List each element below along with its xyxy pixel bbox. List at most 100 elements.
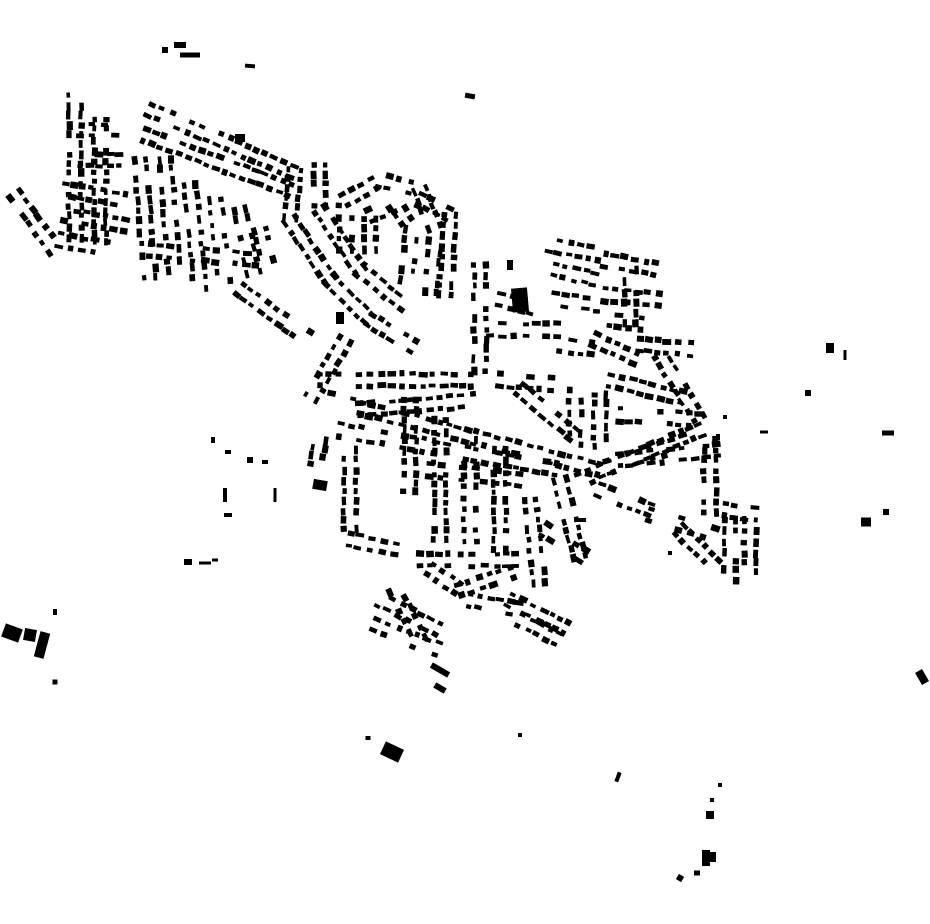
building	[450, 254, 458, 261]
building	[66, 102, 71, 112]
building	[286, 166, 291, 173]
building	[436, 274, 443, 280]
building	[568, 544, 575, 553]
building	[565, 252, 573, 257]
building	[428, 383, 436, 388]
building	[657, 408, 664, 415]
building	[77, 192, 83, 198]
building	[202, 162, 210, 169]
building	[393, 612, 403, 621]
building	[543, 519, 555, 530]
building	[439, 383, 449, 389]
building	[425, 416, 433, 423]
building	[250, 226, 258, 237]
building	[690, 417, 698, 425]
building	[622, 277, 627, 287]
building	[733, 527, 738, 534]
building	[437, 474, 444, 481]
building	[712, 476, 720, 484]
building	[33, 631, 51, 659]
building	[354, 253, 363, 262]
building	[297, 185, 303, 194]
building	[44, 248, 54, 258]
building	[79, 236, 89, 242]
building	[562, 473, 571, 484]
building	[75, 133, 85, 139]
building	[368, 217, 376, 225]
building	[32, 211, 43, 223]
building	[148, 228, 156, 236]
building	[233, 160, 241, 167]
building	[425, 396, 434, 401]
building	[494, 383, 505, 390]
building	[714, 555, 724, 565]
building	[713, 487, 720, 497]
building	[379, 741, 405, 763]
building	[421, 435, 428, 442]
building	[460, 483, 467, 489]
building	[429, 371, 435, 377]
building	[472, 272, 478, 280]
building	[152, 263, 160, 273]
building	[629, 375, 639, 383]
building	[215, 152, 226, 162]
building	[272, 305, 281, 313]
building	[287, 229, 296, 237]
building	[577, 455, 584, 461]
building	[435, 639, 444, 646]
building	[438, 243, 446, 252]
building	[626, 505, 633, 512]
building	[195, 203, 202, 211]
building	[62, 181, 70, 187]
building	[372, 234, 380, 242]
building	[443, 447, 450, 456]
building	[156, 164, 163, 173]
building	[528, 404, 538, 414]
building	[655, 439, 665, 447]
building	[402, 425, 407, 434]
building	[502, 495, 509, 505]
building	[410, 268, 415, 274]
building	[176, 244, 182, 253]
building	[470, 326, 477, 334]
building	[472, 314, 478, 323]
building	[351, 270, 361, 280]
building	[353, 545, 362, 551]
building	[578, 441, 584, 448]
building	[189, 262, 196, 272]
building	[563, 618, 573, 627]
building	[457, 551, 464, 558]
building	[323, 436, 329, 446]
building	[503, 456, 509, 466]
building	[615, 418, 625, 426]
building	[473, 472, 481, 480]
building	[542, 457, 552, 466]
building	[251, 167, 261, 174]
building	[384, 621, 392, 628]
building	[496, 290, 507, 297]
building	[243, 269, 250, 279]
building	[139, 252, 146, 260]
building	[647, 501, 656, 507]
building	[480, 562, 489, 568]
building	[379, 630, 388, 639]
building	[426, 550, 434, 558]
building	[79, 202, 85, 211]
building	[141, 274, 147, 281]
building	[732, 558, 740, 565]
building	[495, 450, 504, 457]
building	[483, 315, 489, 322]
building	[256, 160, 263, 168]
building	[620, 298, 628, 307]
building	[634, 508, 642, 515]
building	[426, 461, 435, 467]
building	[568, 337, 578, 343]
building	[514, 453, 522, 461]
building	[668, 551, 672, 555]
building	[434, 551, 443, 558]
building	[77, 164, 83, 169]
building	[502, 551, 510, 556]
building	[353, 488, 358, 495]
building	[583, 267, 591, 273]
building	[682, 439, 690, 446]
